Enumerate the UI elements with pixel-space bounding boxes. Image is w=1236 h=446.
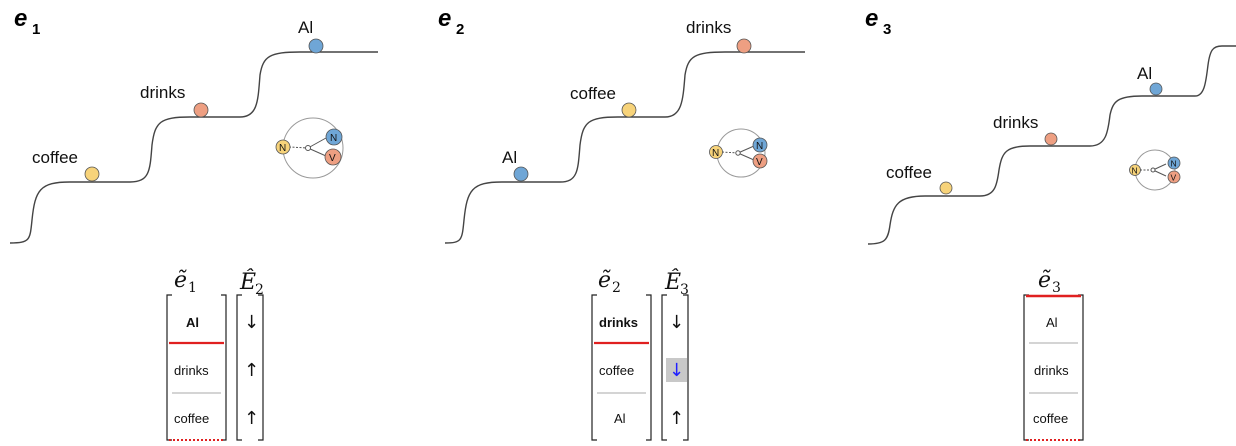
table-row-2-0: drinks <box>599 315 638 330</box>
bracket-left-3 <box>1023 294 1029 441</box>
table-row-2-2: Al <box>614 411 626 426</box>
word-high-2: drinks <box>686 18 731 37</box>
panel-3: e 3 coffee drinks Al N N V ẽ 3 Al <box>865 5 1236 441</box>
panel-1-title-sub: 1 <box>32 21 40 38</box>
arrow-1-2: ↑ <box>244 408 259 429</box>
table-head-2: ẽ <box>598 268 611 293</box>
table-row-1-2: coffee <box>174 411 209 426</box>
arrow-highlight-2 <box>666 358 687 382</box>
bracket-right-2 <box>646 294 652 441</box>
ai-ball-2 <box>513 166 529 182</box>
drinks-ball-2 <box>736 38 752 54</box>
arrow-2-1: ↓ <box>669 360 684 381</box>
table-row-3-2: coffee <box>1033 411 1068 426</box>
drinks-ball-3 <box>1044 132 1058 146</box>
word-mid-2: coffee <box>570 84 616 103</box>
node-n-right-2: N <box>756 141 763 152</box>
panel-3-title-sub: 3 <box>883 21 891 38</box>
table-row-2-1: coffee <box>599 363 634 378</box>
arrow-bracket-right-2 <box>683 294 689 441</box>
word-mid-3: drinks <box>993 113 1038 132</box>
arrow-2-2: ↑ <box>669 408 684 429</box>
node-v-1: V <box>329 153 336 164</box>
panel-2-title: e <box>438 5 451 32</box>
arrow-head-2: Ê <box>664 268 681 295</box>
arrow-bracket-left-1 <box>236 294 242 441</box>
word-high-3: Al <box>1137 64 1152 83</box>
word-high-1: Al <box>298 18 313 37</box>
table-row-1-1: drinks <box>174 363 209 378</box>
table-head-3: ẽ <box>1038 268 1051 293</box>
table-row-1-0: Al <box>186 315 199 330</box>
node-n-right-3: N <box>1171 159 1177 169</box>
bracket-left-2 <box>591 294 597 441</box>
arrow-head-sub-2: 3 <box>680 282 689 298</box>
arrow-2-0: ↓ <box>669 312 684 333</box>
coffee-ball-1 <box>84 166 100 182</box>
arrow-1-1: ↑ <box>244 360 259 381</box>
attention-circle-1: N N V <box>275 117 344 179</box>
word-mid-1: drinks <box>140 83 185 102</box>
table-head-1: ẽ <box>174 268 187 293</box>
attention-circle-3: N N V <box>1129 149 1181 191</box>
word-low-3: coffee <box>886 163 932 182</box>
drinks-ball-1 <box>193 102 209 118</box>
node-n-right-1: N <box>330 133 337 144</box>
panel-1: e 1 coffee drinks Al N N V ẽ 1 Al drin <box>9 5 378 441</box>
node-n-left-2: N <box>712 148 719 159</box>
staircase-curve-3 <box>867 45 1236 245</box>
bracket-left-1 <box>166 294 172 441</box>
bracket-right-3 <box>1078 294 1084 441</box>
arrow-bracket-left-2 <box>661 294 667 441</box>
coffee-ball-3 <box>939 181 953 195</box>
table-head-sub-2: 2 <box>612 280 621 296</box>
arrow-head-sub-1: 2 <box>255 282 264 298</box>
panel-1-title: e <box>14 5 27 32</box>
panel-2: e 2 Al coffee drinks N N V ẽ 2 drinks <box>438 5 805 441</box>
node-v-2: V <box>756 157 763 168</box>
table-head-sub-1: 1 <box>188 280 197 296</box>
attention-circle-2: N N V <box>709 128 768 178</box>
node-n-left-1: N <box>279 143 286 154</box>
ai-ball-3 <box>1149 82 1163 96</box>
panel-2-title-sub: 2 <box>456 21 464 38</box>
arrow-bracket-right-1 <box>258 294 264 441</box>
staircase-curve-2 <box>444 51 805 244</box>
word-low-2: Al <box>502 148 517 167</box>
node-n-left-3: N <box>1132 166 1138 176</box>
coffee-ball-2 <box>621 102 637 118</box>
ai-ball-1 <box>308 38 324 54</box>
table-row-3-1: drinks <box>1034 363 1069 378</box>
arrow-1-0: ↓ <box>244 312 259 333</box>
node-v-3: V <box>1171 173 1177 183</box>
staircase-curve-1 <box>9 51 378 244</box>
arrow-head-1: Ê <box>239 268 256 295</box>
word-low-1: coffee <box>32 148 78 167</box>
table-head-sub-3: 3 <box>1052 280 1061 296</box>
table-row-3-0: Al <box>1046 315 1058 330</box>
panel-3-title: e <box>865 5 878 32</box>
bracket-right-1 <box>221 294 227 441</box>
